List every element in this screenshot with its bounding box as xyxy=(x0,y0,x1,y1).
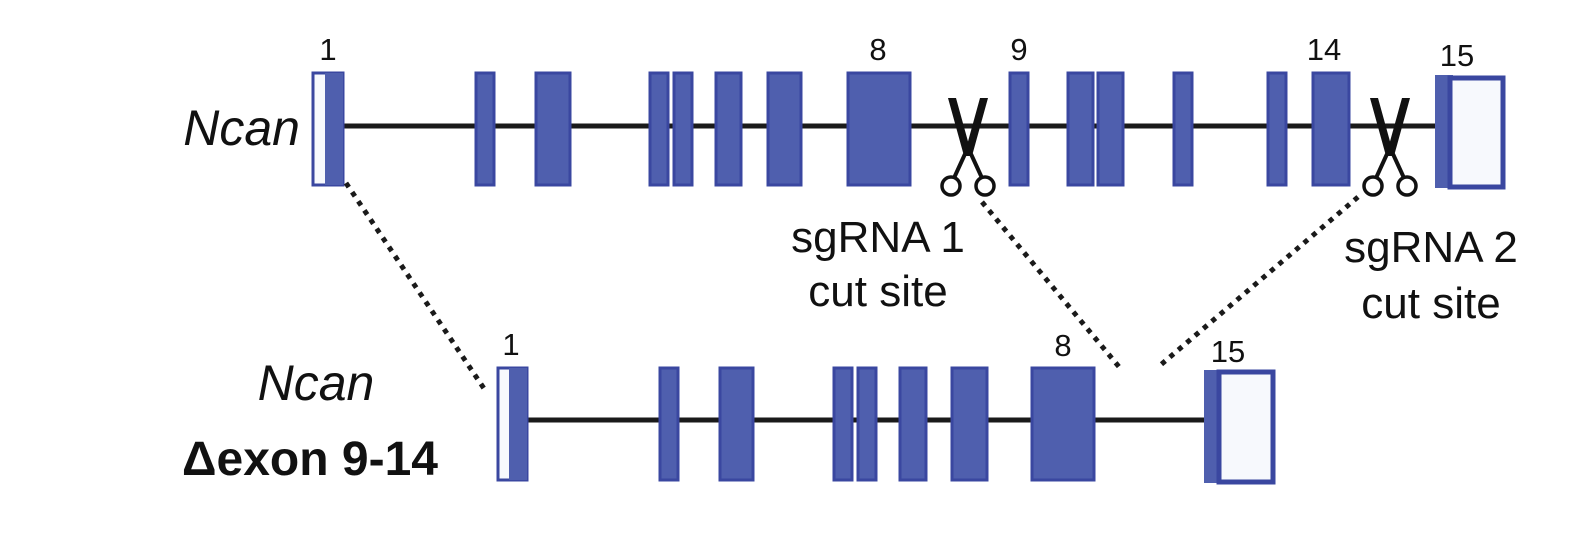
mut-exon-6 xyxy=(898,366,928,482)
wt-exon-11 xyxy=(1096,71,1125,187)
wt-exon-number-1: 1 xyxy=(319,32,336,67)
mut-exon-3 xyxy=(718,366,755,482)
mut-exon-2 xyxy=(658,366,680,482)
cut-site-2-line2: cut site xyxy=(1361,279,1500,328)
wt-exon-4 xyxy=(648,71,670,187)
mut-exon-8 xyxy=(1030,366,1096,482)
dotted-line-sgrna2 xyxy=(1155,195,1360,370)
mut-exon-7 xyxy=(950,366,989,482)
mut-exon-number-8: 8 xyxy=(1054,328,1071,363)
wt-exon-10 xyxy=(1066,71,1095,187)
wt-exon-1-coding xyxy=(325,73,343,185)
scissors-icon xyxy=(1362,98,1418,197)
mutant-gene-track: 1 8 15 Ncan Δexon 9-14 xyxy=(182,327,1276,486)
wt-exon-number-15: 15 xyxy=(1440,38,1474,73)
dotted-line-exon1 xyxy=(343,181,490,395)
wt-exon-number-9: 9 xyxy=(1010,32,1027,67)
wt-exon-9 xyxy=(1008,71,1030,187)
mut-exon-15-utr xyxy=(1216,369,1276,485)
mut-exon-1-coding xyxy=(509,368,527,480)
wt-exon-14 xyxy=(1311,71,1351,187)
dotted-line-sgrna1 xyxy=(980,200,1122,370)
wt-exon-12 xyxy=(1172,71,1194,187)
wt-exon-2 xyxy=(474,71,496,187)
mutant-gene-label: Ncan xyxy=(258,355,375,411)
cut-site-1-label: sgRNA 1 cut site xyxy=(791,213,965,316)
wildtype-gene-label: Ncan xyxy=(183,100,300,156)
wt-exon-6 xyxy=(714,71,743,187)
wt-exon-5 xyxy=(672,71,694,187)
cut-site-1-line1: sgRNA 1 xyxy=(791,213,965,262)
wt-exon-number-14: 14 xyxy=(1307,32,1341,67)
mut-exon-number-1: 1 xyxy=(502,327,519,362)
wildtype-gene-track: 1 8 9 14 15 Ncan xyxy=(183,32,1506,190)
scissors-icon xyxy=(940,98,996,197)
wt-exon-13 xyxy=(1266,71,1288,187)
wt-exon-8 xyxy=(846,71,912,187)
mut-exon-number-15: 15 xyxy=(1211,334,1245,369)
cut-site-2-label: sgRNA 2 cut site xyxy=(1344,223,1518,328)
wt-exon-15-utr xyxy=(1447,75,1506,190)
mut-exon-4 xyxy=(832,366,854,482)
cut-site-2-line1: sgRNA 2 xyxy=(1344,223,1518,272)
wt-exon-3 xyxy=(534,71,572,187)
mut-exon-5 xyxy=(856,366,878,482)
wt-exon-7 xyxy=(766,71,803,187)
cut-site-1-line2: cut site xyxy=(808,267,947,316)
deletion-label: Δexon 9-14 xyxy=(182,433,438,486)
wt-exon-number-8: 8 xyxy=(869,32,886,67)
